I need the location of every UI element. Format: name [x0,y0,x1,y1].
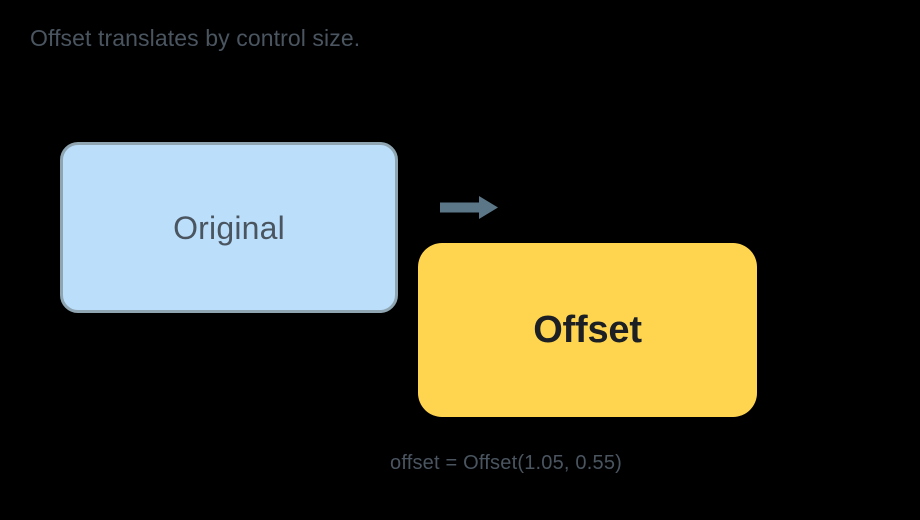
offset-control-box: Offset [418,243,757,417]
offset-box-label: Offset [533,309,642,351]
page-title: Offset translates by control size. [30,25,361,51]
original-box-label: Original [173,209,285,246]
offset-code-caption: offset = Offset(1.05, 0.55) [390,452,623,474]
original-control-box: Original [60,142,398,313]
arrow-right-icon [438,193,500,222]
